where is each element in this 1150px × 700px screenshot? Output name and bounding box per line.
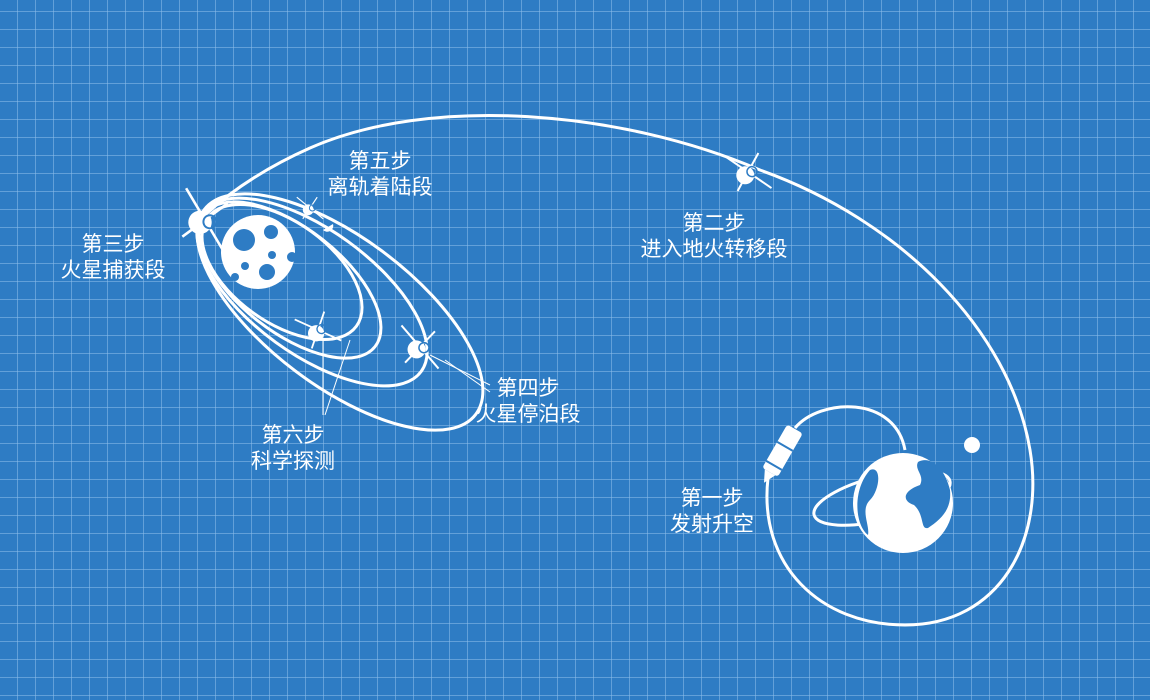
step-6-label: 第六步科学探测 <box>251 422 335 474</box>
step-2-label: 第二步进入地火转移段 <box>641 210 788 262</box>
step-1-number: 第一步 <box>680 486 744 510</box>
mars-icon <box>221 215 297 289</box>
step-3-name: 火星捕获段 <box>60 258 166 282</box>
step-5-name: 离轨着陆段 <box>327 175 433 199</box>
step-6-number: 第六步 <box>261 423 325 447</box>
step-5-number: 第五步 <box>348 149 412 173</box>
step-4-name: 火星停泊段 <box>475 402 581 426</box>
earth-icon <box>812 437 980 553</box>
rocket-icon <box>763 425 802 483</box>
step-1-label: 第一步发射升空 <box>670 485 754 537</box>
step-3-label: 第三步火星捕获段 <box>61 231 166 283</box>
leader-lines <box>322 339 491 416</box>
step-2-number: 第二步 <box>682 211 746 235</box>
transfer-orbit <box>203 114 1035 627</box>
step-4-label: 第四步火星停泊段 <box>476 375 581 427</box>
step-1-name: 发射升空 <box>670 512 754 536</box>
step-3-number: 第三步 <box>81 232 145 256</box>
satellite-science-icon <box>293 308 343 352</box>
step-2-name: 进入地火转移段 <box>640 237 788 261</box>
launch-trajectory <box>793 405 907 451</box>
satellite-parking-icon <box>394 324 446 370</box>
lander-icon <box>323 224 334 232</box>
step-5-label: 第五步离轨着陆段 <box>328 148 433 200</box>
step-4-number: 第四步 <box>496 376 560 400</box>
satellite-deorbit-icon <box>296 196 324 220</box>
mars-orbit-4 <box>195 192 485 432</box>
step-6-name: 科学探测 <box>251 449 335 473</box>
